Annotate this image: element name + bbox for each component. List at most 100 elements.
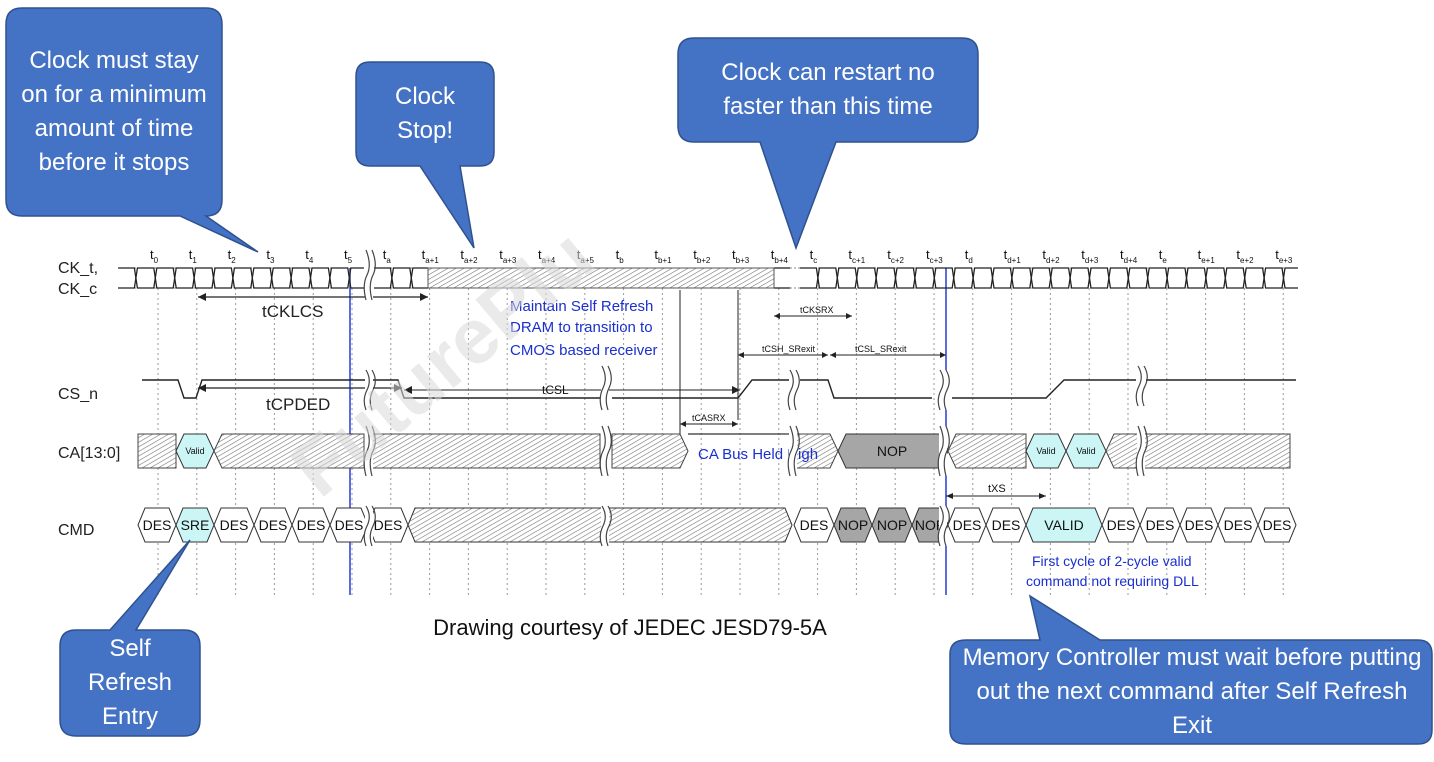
tcklcs-arrow [198,293,428,301]
break-mark-12 [1135,365,1148,407]
tick-label-d: td [965,247,973,265]
txs-label: tXS [988,483,1006,495]
cmd-label-des-4: DES [297,517,326,533]
callout-self-refresh-entry-shape [59,539,201,737]
tick-label-d+2: td+2 [1042,247,1060,265]
tcsl-label: tCSL [542,383,569,397]
callout-clock-restart-shape [677,37,979,251]
cmd-label-des-15: DES [1107,517,1136,533]
ca-nop-label: NOP [877,443,907,459]
callout-clock-stop: Clock Stop! [394,83,455,144]
cmd-label-des-6: DES [374,517,403,533]
break-mark-10 [937,425,950,477]
cmd-label-des-5: DES [335,517,364,533]
break-marks [363,249,1148,547]
tick-label-b: tb [616,247,625,265]
tick-label-c+3: tc+3 [926,247,943,265]
break-mark-5 [599,425,612,477]
ca-bus [137,433,1291,469]
tick-label-a+3: ta+3 [499,247,517,265]
maintain-sr-note-2: DRAM to transition to [510,319,653,336]
break-mark-8 [787,425,800,477]
clock-stopped-region [427,267,775,289]
cmd-label-nop-9: NOP [838,517,868,533]
tick-label-a+5: ta+5 [577,247,595,265]
tcasrx-label: tCASRX [692,413,726,423]
tick-label-a+4: ta+4 [538,247,556,265]
break-mark-4 [599,365,612,411]
cmd-label-des-17: DES [1185,517,1214,533]
tcsl-srexit-arrow [830,352,946,358]
maintain-sr-note-1: Maintain Self Refresh [510,298,653,315]
cmd-cell-19 [1257,507,1297,543]
tick-label-5: t5 [344,247,353,265]
tick-label-3: t3 [266,247,275,265]
caption: Drawing courtesy of JEDEC JESD79-5A [433,615,827,640]
clock-waveform [118,267,1298,289]
ck-t-segment-1 [374,267,428,289]
break-mark-11 [937,505,950,547]
cmd-label-des-16: DES [1146,517,1175,533]
tick-label-a: ta [383,247,392,265]
callout-clock-min-time: Clock must stay on for a minimum amount … [21,47,207,176]
callout-mc-wait-shape [949,594,1433,745]
signal-label-ca: CA[13:0] [58,445,120,462]
tick-label-d+1: td+1 [1004,247,1022,265]
cmd-label-sre-1: SRE [181,517,210,533]
ck-c-segment-3 [800,267,1298,289]
tcsl-arrow [404,386,740,394]
tick-label-e+3: te+3 [1275,247,1293,265]
tick-label-c+1: tc+1 [848,247,865,265]
callout-clock-min-time-shape [5,7,259,253]
cs-n-waveform [142,379,1296,399]
cmd-label-valid-14: VALID [1044,517,1083,533]
cmd-label-nop-11: NOP [915,517,945,533]
callout-clock-stop-shape [355,61,495,249]
ca-valid-label-2: Valid [1036,446,1055,456]
cmd-label-des-19: DES [1263,517,1292,533]
tick-label-b+3: tb+3 [732,247,750,265]
break-mark-6 [599,505,612,547]
tcasrx-arrow [680,421,738,427]
tick-label-c: tc [810,247,818,265]
cmd-label-des-8: DES [800,517,829,533]
ck-c-segment-1 [374,267,428,289]
tick-label-0: t0 [150,247,159,265]
break-mark-3 [363,505,376,547]
tick-label-4: t4 [305,247,314,265]
ck-t-segment-0 [118,267,364,289]
tick-label-c+2: tc+2 [887,247,904,265]
tcksrx-label: tCKSRX [800,305,834,315]
signal-label-ck-c: CK_c [58,281,97,298]
signal-label-cmd: CMD [58,522,94,539]
tcksrx-arrow [774,313,852,319]
cmd-label-des-18: DES [1224,517,1253,533]
tick-label-e: te [1159,247,1168,265]
tick-label-b+4: tb+4 [771,247,789,265]
cmd-label-des-3: DES [259,517,288,533]
first-cycle-note-2: command not requiring DLL [1026,573,1199,589]
cmd-label-nop-10: NOP [877,517,907,533]
tcpded-label: tCPDED [266,395,330,414]
tick-label-a+2: ta+2 [460,247,478,265]
tick-label-a+1: ta+1 [422,247,440,265]
tick-label-d+3: td+3 [1081,247,1099,265]
first-cycle-note-1: First cycle of 2-cycle valid [1032,553,1191,569]
break-mark-1 [363,369,376,411]
tcsl-srexit-label: tCSL_SRexit [855,344,907,354]
cmd-label-des-13: DES [992,517,1021,533]
ca-valid-label-1: Valid [185,446,204,456]
cmd-label-des-2: DES [220,517,249,533]
break-mark-0 [363,249,376,301]
timing-gridlines [157,288,1284,595]
break-mark-2 [363,425,376,477]
cmd-label-des-12: DES [953,517,982,533]
callout-clock-restart: Clock can restart no faster than this ti… [721,59,935,120]
cmd-row: DES SRE DES DES DES DES DES DES NOP NOP NOP DES DES V… [137,507,1297,543]
tick-label-2: t2 [228,247,237,265]
tick-label-d+4: td+4 [1120,247,1138,265]
tick-label-b+2: tb+2 [693,247,711,265]
callout-mc-wait: Memory Controller must wait before putti… [962,644,1422,739]
